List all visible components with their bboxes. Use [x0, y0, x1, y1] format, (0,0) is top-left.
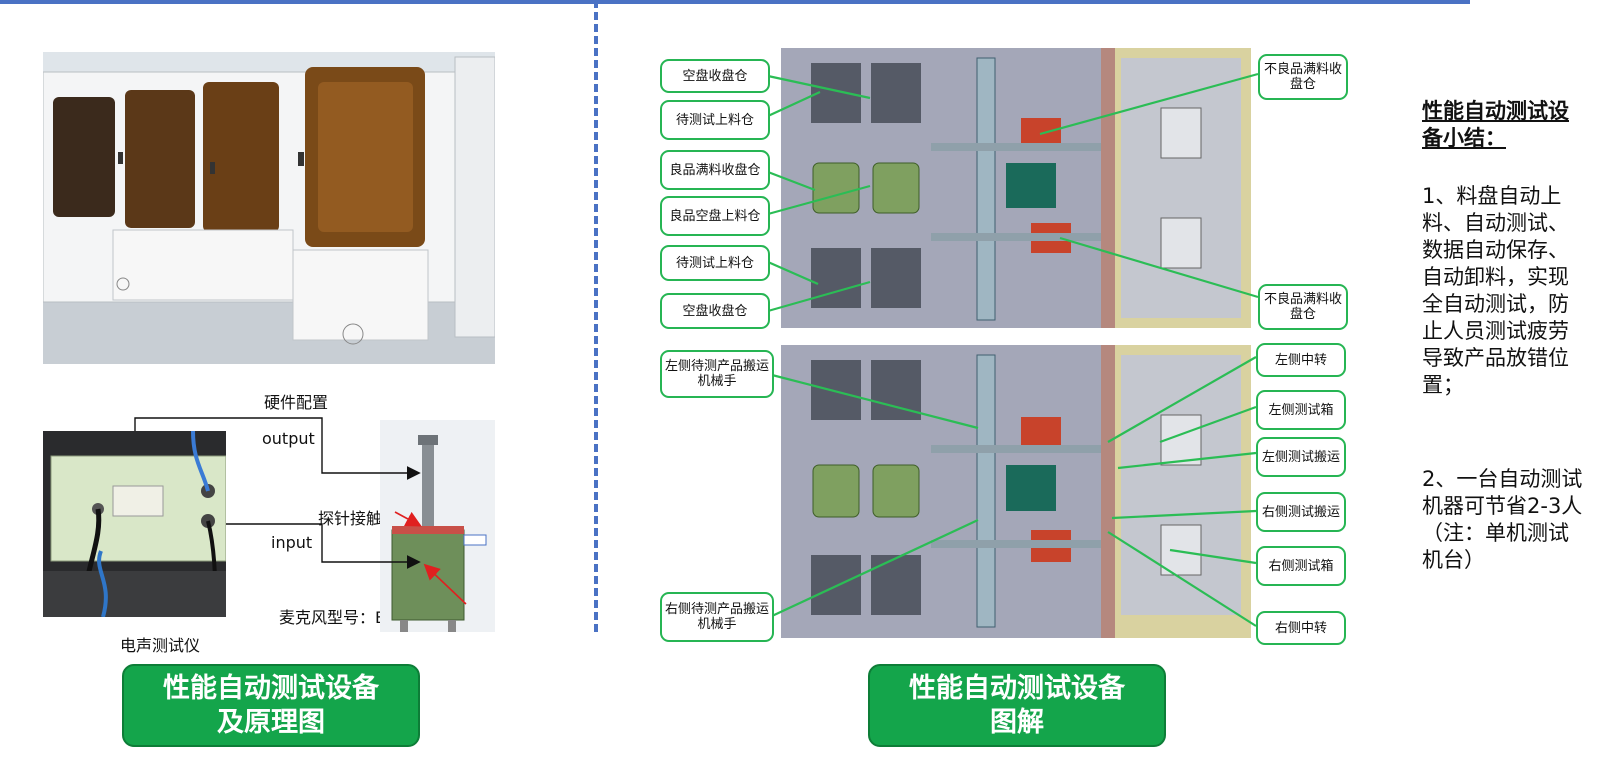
summary-title: 性能自动测试设备小结：	[1422, 99, 1569, 150]
machine-photo-art	[43, 52, 495, 364]
acoustic-tester-art	[43, 431, 226, 617]
center-title-line1: 性能自动测试设备	[909, 672, 1125, 704]
callout-right-test-box: 右侧测试箱	[1256, 546, 1346, 586]
callout-defect-full-bottom: 不良品满料收盘仓	[1258, 284, 1348, 330]
mic-fixture-render	[380, 420, 495, 632]
callout-left-transfer: 左侧中转	[1256, 343, 1346, 377]
top-accent-bar	[0, 0, 1470, 4]
left-title-line2: 及原理图	[217, 706, 325, 738]
callout-right-robot: 右侧待测产品搬运机械手	[660, 592, 774, 642]
center-title-button: 性能自动测试设备图解	[868, 664, 1166, 747]
callout-empty-tray-top: 空盘收盘仓	[660, 59, 770, 93]
hardware-config-label: 硬件配置	[264, 393, 329, 412]
left-title-line1: 性能自动测试设备	[163, 672, 379, 704]
probe-contact-label: 探针接触	[318, 509, 383, 528]
callout-untested-feed-top: 待测试上料仓	[660, 100, 770, 140]
summary-point-2: 2、一台自动测试机器可节省2-3人（注：单机测试机台）	[1422, 467, 1583, 572]
layout-top-art	[781, 48, 1251, 328]
callout-left-test-box: 左侧测试箱	[1256, 390, 1346, 430]
tester-label: 电声测试仪	[120, 636, 201, 655]
input-label: input	[271, 533, 313, 552]
callout-defect-full-top: 不良品满料收盘仓	[1258, 54, 1348, 100]
callout-empty-tray-bottom: 空盘收盘仓	[660, 293, 770, 329]
summary-point-1: 1、料盘自动上料、自动测试、数据自动保存、自动卸料，实现全自动测试，防止人员测试…	[1422, 184, 1569, 397]
callout-good-full: 良品满料收盘仓	[660, 150, 770, 190]
output-label: output	[262, 429, 315, 448]
mic-fixture-art	[380, 420, 495, 632]
acoustic-tester-photo	[43, 431, 226, 617]
machine-photo	[43, 52, 495, 364]
callout-right-test-move: 右侧测试搬运	[1256, 492, 1346, 532]
layout-diagram-bottom	[781, 345, 1251, 638]
callout-right-transfer: 右侧中转	[1256, 611, 1346, 645]
callout-untested-feed-bottom: 待测试上料仓	[660, 245, 770, 281]
layout-bottom-art	[781, 345, 1251, 638]
section-divider	[594, 0, 598, 632]
callout-left-robot: 左侧待测产品搬运机械手	[660, 350, 774, 398]
left-title-button: 性能自动测试设备及原理图	[122, 664, 420, 747]
callout-good-empty: 良品空盘上料仓	[660, 196, 770, 236]
callout-left-test-move: 左侧测试搬运	[1256, 437, 1346, 477]
center-title-line2: 图解	[990, 706, 1044, 738]
layout-diagram-top	[781, 48, 1251, 328]
